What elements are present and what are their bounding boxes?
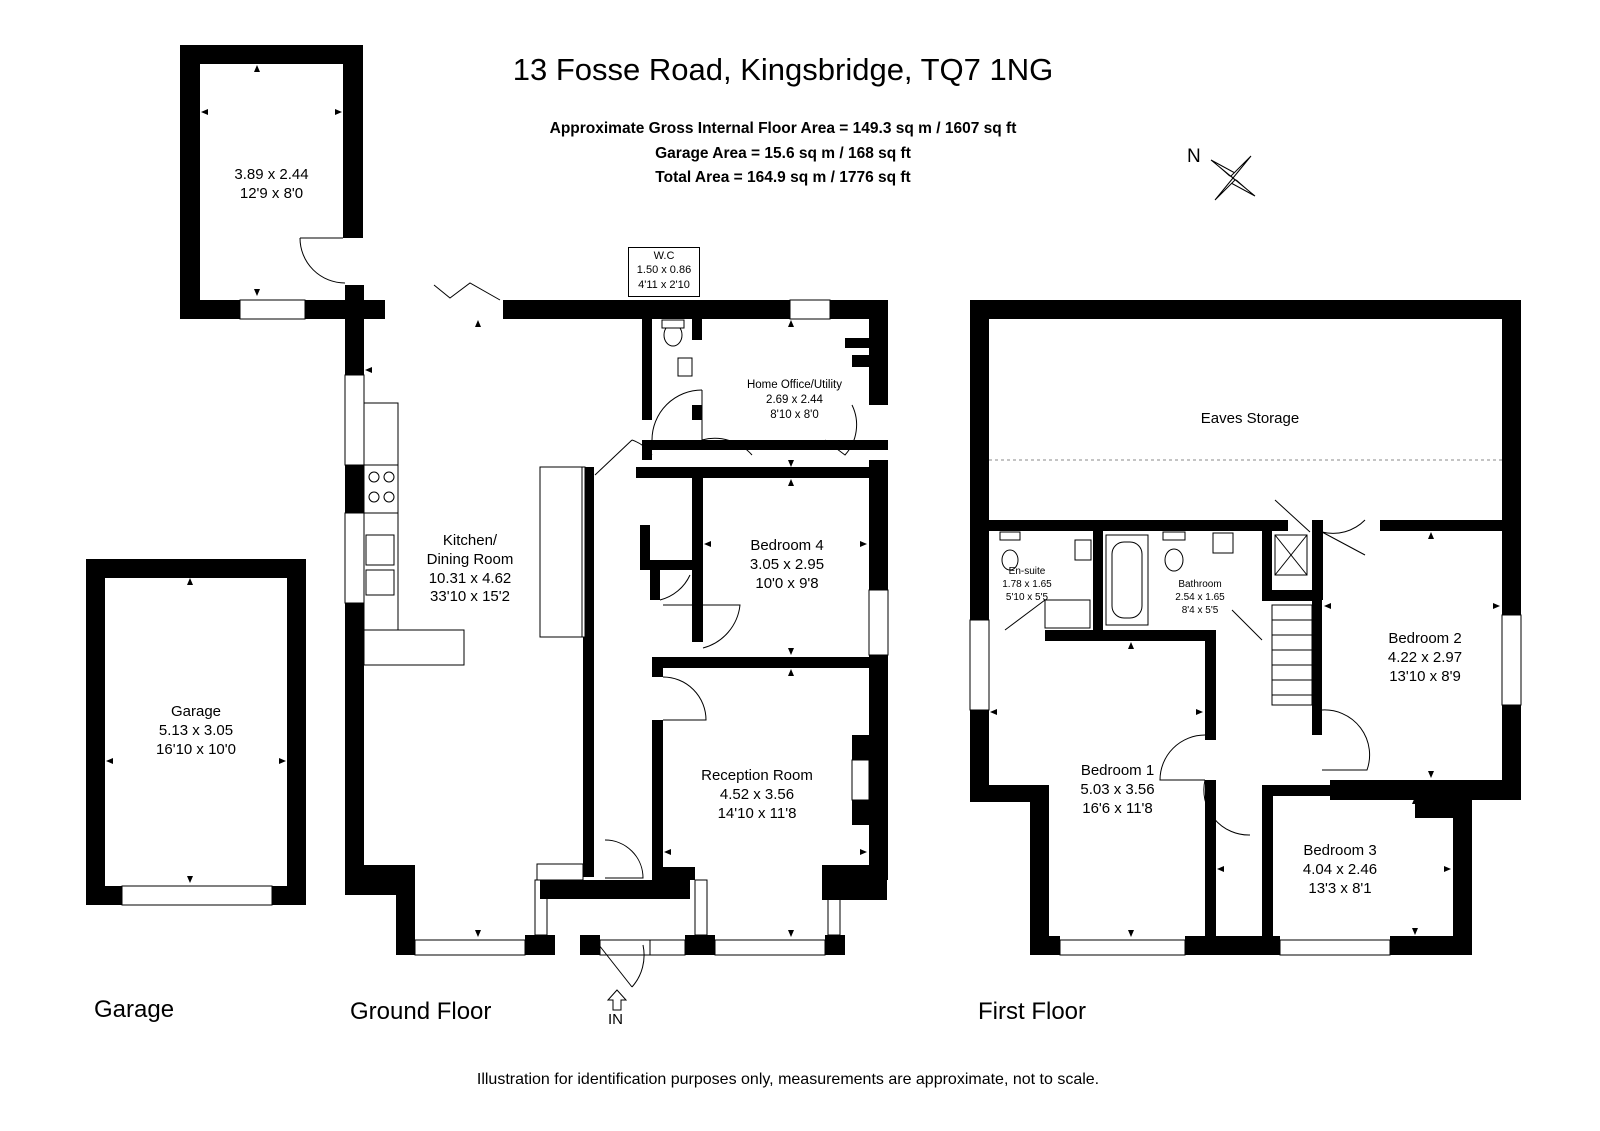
wc-fixtures <box>661 319 693 377</box>
home-office-label: Home Office/Utility 2.69 x 2.44 8'10 x 8… <box>732 378 857 423</box>
home-office-metric: 2.69 x 2.44 <box>766 393 823 406</box>
home-office-imperial: 8'10 x 8'0 <box>770 408 819 421</box>
bedroom2-name: Bedroom 2 <box>1388 630 1462 647</box>
ensuite-metric: 1.78 x 1.65 <box>1002 579 1052 590</box>
wc-label-box <box>628 247 700 297</box>
staircase <box>1271 604 1313 706</box>
outbuilding-label: 3.89 x 2.44 12'9 x 8'0 <box>200 166 343 204</box>
bedroom1-metric: 5.03 x 3.56 <box>1080 780 1155 798</box>
kitchen-fixtures <box>363 402 583 666</box>
bathroom-label: Bathroom 2.54 x 1.65 8'4 x 5'5 <box>1160 578 1240 617</box>
wc-label: W.C 1.50 x 0.86 4'11 x 2'10 <box>628 249 700 292</box>
ground-floor-label: Ground Floor <box>350 998 492 1025</box>
bedroom3-imperial: 13'3 x 8'1 <box>1308 879 1372 897</box>
dimension-arrows <box>106 65 1500 937</box>
garage-area-line: Garage Area = 15.6 sq m / 168 sq ft <box>655 145 911 162</box>
bedroom4-imperial: 10'0 x 9'8 <box>755 574 819 592</box>
first-floor-fixtures <box>999 531 1313 706</box>
reception-name: Reception Room <box>701 767 813 784</box>
kitchen-imperial: 33'10 x 15'2 <box>430 588 510 606</box>
bedroom1-imperial: 16'6 x 11'8 <box>1082 799 1153 817</box>
kitchen-metric: 10.31 x 4.62 <box>428 569 512 587</box>
bedroom4-label: Bedroom 4 3.05 x 2.95 10'0 x 9'8 <box>722 537 852 593</box>
entrance-arrow-icon <box>606 989 628 1011</box>
disclaimer: Illustration for identification purposes… <box>476 1071 1100 1088</box>
bedroom2-label: Bedroom 2 4.22 x 2.97 13'10 x 8'9 <box>1360 630 1490 686</box>
page-title: 13 Fosse Road, Kingsbridge, TQ7 1NG <box>512 52 1054 87</box>
first-floor-label: First Floor <box>978 998 1086 1025</box>
entrance-label: IN <box>608 1011 623 1028</box>
eaves-name: Eaves Storage <box>1200 410 1300 427</box>
compass-rose-icon <box>1210 155 1256 201</box>
bedroom3-metric: 4.04 x 2.46 <box>1302 860 1378 878</box>
bathroom-name: Bathroom <box>1178 579 1222 590</box>
ensuite-name: En-suite <box>1008 566 1046 577</box>
ground-floor-doors <box>433 282 858 988</box>
floor-area-line: Approximate Gross Internal Floor Area = … <box>549 120 1017 137</box>
bathroom-imperial: 8'4 x 5'5 <box>1181 605 1219 616</box>
bathroom-metric: 2.54 x 1.65 <box>1175 592 1225 603</box>
kitchen-name-line2: Dining Room <box>426 550 514 568</box>
garage-room-label: Garage 5.13 x 3.05 16'10 x 10'0 <box>106 703 286 759</box>
bedroom3-name: Bedroom 3 <box>1303 842 1377 859</box>
bedroom2-metric: 4.22 x 2.97 <box>1387 648 1463 666</box>
bedroom1-label: Bedroom 1 5.03 x 3.56 16'6 x 11'8 <box>1050 762 1185 818</box>
outbuilding-metric: 3.89 x 2.44 <box>234 166 309 183</box>
outbuilding-imperial: 12'9 x 8'0 <box>239 184 304 202</box>
garage-room-metric: 5.13 x 3.05 <box>158 721 234 739</box>
bedroom2-imperial: 13'10 x 8'9 <box>1389 667 1461 685</box>
compass-north-label: N <box>1187 146 1201 167</box>
reception-metric: 4.52 x 3.56 <box>719 785 795 803</box>
ensuite-imperial: 5'10 x 5'5 <box>1005 592 1049 603</box>
bedroom3-label: Bedroom 3 4.04 x 2.46 13'3 x 8'1 <box>1280 842 1400 898</box>
kitchen-label: Kitchen/ Dining Room 10.31 x 4.62 33'10 … <box>410 532 530 607</box>
wc-metric: 1.50 x 0.86 <box>636 264 692 277</box>
ground-floor-walls <box>344 285 889 956</box>
reception-label: Reception Room 4.52 x 3.56 14'10 x 11'8 <box>682 767 832 823</box>
outbuilding-walls <box>180 45 385 320</box>
garage-walls <box>86 559 306 906</box>
garage-room-imperial: 16'10 x 10'0 <box>156 740 236 758</box>
bedroom1-name: Bedroom 1 <box>1080 762 1155 779</box>
bedroom4-metric: 3.05 x 2.95 <box>749 555 825 573</box>
garage-floor-label: Garage <box>94 996 175 1023</box>
kitchen-name-line1: Kitchen/ <box>442 532 498 549</box>
reception-imperial: 14'10 x 11'8 <box>717 804 797 822</box>
eaves-label: Eaves Storage <box>1170 410 1330 429</box>
wc-imperial: 4'11 x 2'10 <box>638 278 690 291</box>
first-floor-walls <box>969 300 1522 956</box>
first-floor-doors <box>1004 499 1371 836</box>
bedroom4-name: Bedroom 4 <box>750 537 824 554</box>
total-area-line: Total Area = 164.9 sq m / 1776 sq ft <box>655 169 911 186</box>
home-office-name: Home Office/Utility <box>746 379 842 391</box>
garage-room-name: Garage <box>170 703 222 720</box>
wc-name: W.C <box>653 250 675 262</box>
ensuite-label: En-suite 1.78 x 1.65 5'10 x 5'5 <box>992 565 1062 604</box>
